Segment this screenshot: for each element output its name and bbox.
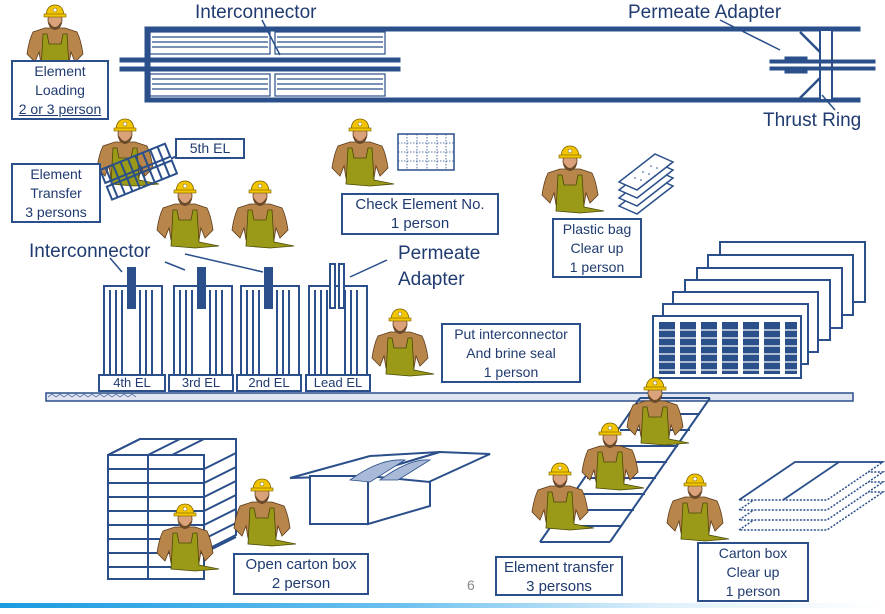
step-element-transfer-bottom: Element transfer 3 persons <box>495 556 623 596</box>
label-mid-permeate-adapter-2: Adapter <box>398 269 465 290</box>
element-carried-icon <box>98 142 185 201</box>
worker-figure <box>371 308 435 377</box>
step-plastic-bag: Plastic bag Clear up 1 person <box>552 218 642 278</box>
conveyor-rail <box>45 392 854 402</box>
step-carton-clear: Carton box Clear up 1 person <box>697 542 809 602</box>
worker-figure <box>156 503 220 572</box>
tag-5th-el: 5th EL <box>175 138 245 159</box>
elements-row-diagram <box>45 253 854 402</box>
step-element-loading: Element Loading 2 or 3 person <box>11 60 109 120</box>
step-open-carton: Open carton box 2 person <box>233 553 369 595</box>
worker-figure <box>666 473 730 542</box>
tag-2nd-el: 2nd EL <box>236 374 302 392</box>
element-cylinders <box>103 263 368 377</box>
tag-3rd-el: 3rd EL <box>168 374 234 392</box>
worker-figure <box>233 478 297 547</box>
label-top-permeate-adapter: Permeate Adapter <box>628 2 782 23</box>
footer-accent-bar <box>0 603 885 608</box>
tag-lead-el: Lead EL <box>305 374 371 392</box>
pressure-vessel-diagram <box>119 19 876 111</box>
page-number: 6 <box>467 577 475 593</box>
element-stack-diagram <box>652 241 866 379</box>
element-number-grid-icon <box>397 133 455 171</box>
worker-figure <box>531 462 595 531</box>
step-put-interconnector: Put interconnector And brine seal 1 pers… <box>441 323 581 383</box>
step-check-element: Check Element No. 1 person <box>341 193 499 235</box>
plastic-bags-icon <box>617 153 675 215</box>
label-mid-interconnector: Interconnector <box>29 241 151 262</box>
open-carton-box-icon <box>289 450 491 526</box>
tag-4th-el: 4th EL <box>98 374 166 392</box>
label-top-interconnector: Interconnector <box>195 2 317 23</box>
flattened-cartons-icon <box>736 461 885 531</box>
label-mid-permeate-adapter-1: Permeate <box>398 243 481 264</box>
label-thrust-ring: Thrust Ring <box>763 110 862 131</box>
step-element-transfer-top: Element Transfer 3 persons <box>11 163 101 223</box>
